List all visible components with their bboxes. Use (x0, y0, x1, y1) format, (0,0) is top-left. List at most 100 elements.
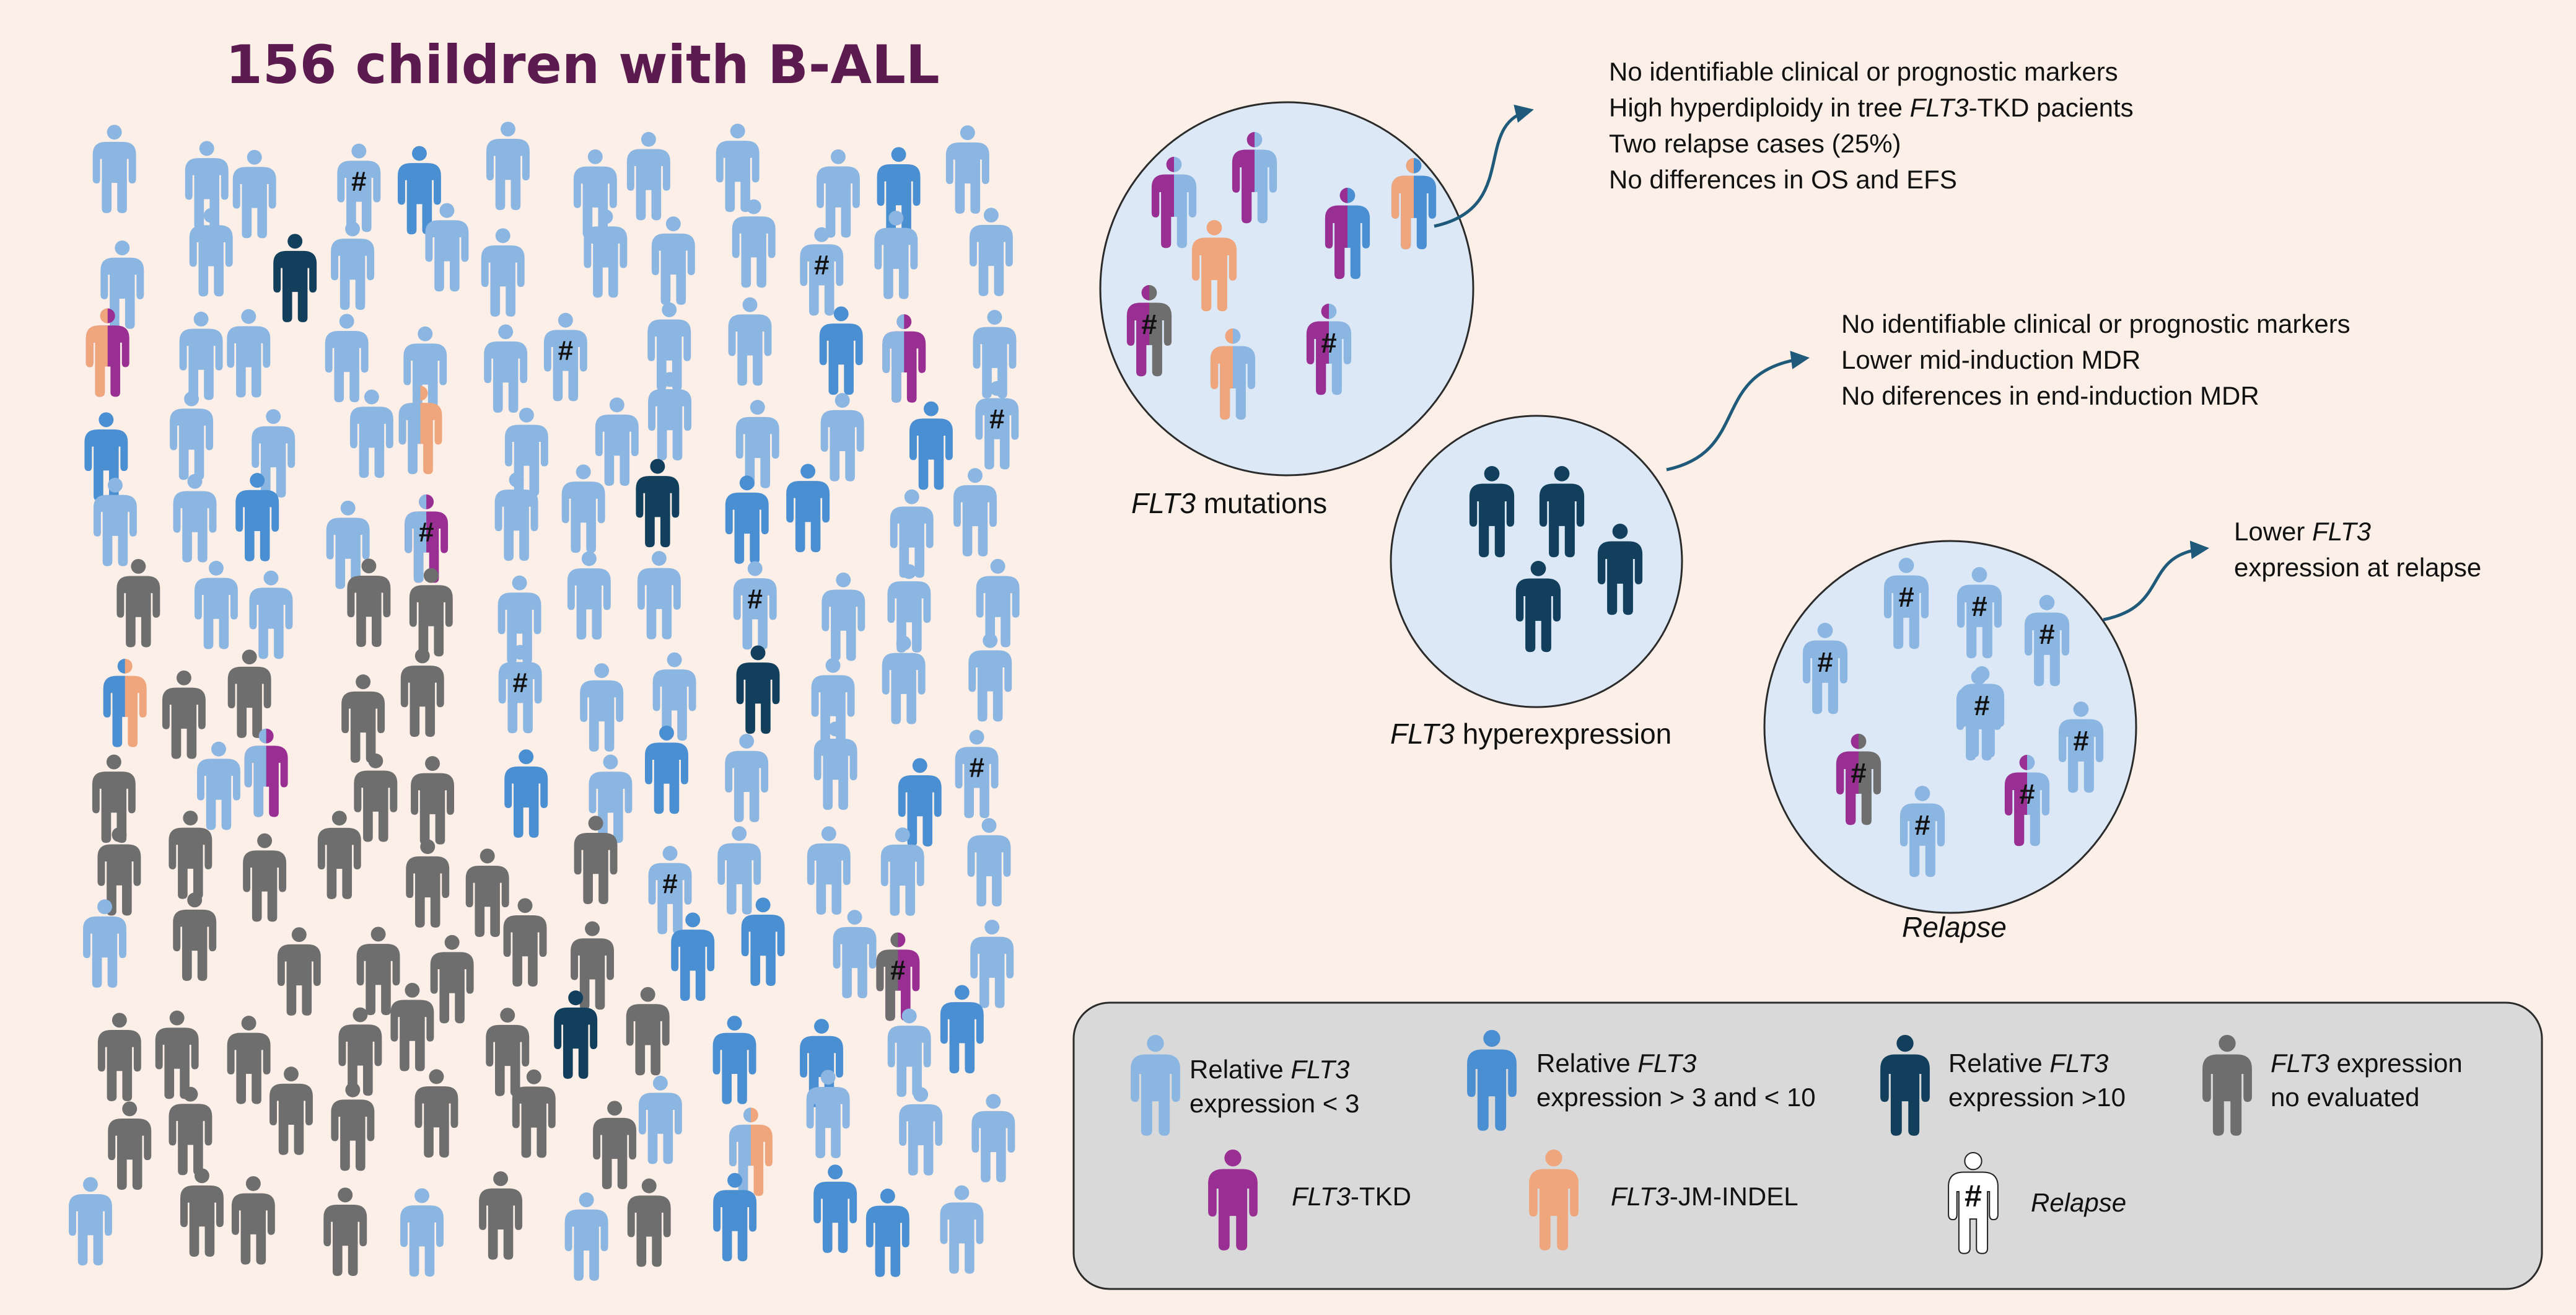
crowd-person (811, 658, 855, 747)
crowd-person (169, 811, 212, 899)
relapse-hash-mark: # (1914, 809, 1930, 841)
legend-relapse-label: Relapse (2031, 1188, 2126, 1217)
relapse-arrow (2103, 540, 2209, 622)
mutation-case-person: # (1306, 304, 1352, 395)
crowd-person (244, 728, 288, 817)
crowd-person (817, 149, 860, 238)
mutation-case-person (1151, 157, 1197, 248)
mutation-case-person (1232, 132, 1277, 224)
crowd-person (626, 131, 670, 221)
legend-relapse-icon: # (1948, 1152, 1999, 1254)
crowd-person (626, 987, 670, 1076)
crowd-person (512, 1069, 556, 1158)
crowd-person (813, 721, 857, 810)
crowd-person (179, 311, 223, 400)
crowd-person (180, 1168, 224, 1257)
crowd-person (567, 551, 611, 640)
relapse-hash-mark: # (1974, 690, 1989, 721)
main-title: 156 children with B-ALL (226, 34, 940, 96)
crowd-person (486, 121, 530, 210)
relapse-hash-mark: # (2039, 618, 2054, 650)
crowd-person (877, 147, 921, 235)
crowd-person (736, 645, 780, 734)
crowd-person (819, 306, 863, 395)
crowd-person (593, 1101, 637, 1189)
crowd-person (725, 475, 769, 564)
crowd-person: # (733, 561, 777, 650)
crowd-person (479, 1171, 523, 1260)
crowd-person (571, 921, 615, 1010)
mutations-arrow (1434, 104, 1534, 228)
crowd-person (93, 477, 137, 566)
mutation-case-person (1391, 158, 1437, 250)
crowd-person (953, 468, 997, 556)
crowd-person (406, 839, 450, 928)
relapse-hash-mark: # (814, 250, 830, 281)
crowd-person (92, 754, 136, 843)
crowd-person (83, 899, 126, 988)
relapse-hash-mark: # (1321, 327, 1336, 359)
mutations-notes: No identifiable clinical or prognostic m… (1609, 57, 2134, 194)
crowd-person (273, 234, 317, 322)
crowd-person (940, 1185, 984, 1274)
relapse-case-person: # (1956, 567, 2002, 659)
crowd-person (235, 473, 279, 561)
relapse-hash-mark: # (989, 404, 1005, 434)
crowd-person (323, 1187, 367, 1276)
crowd-person (185, 141, 229, 230)
hyperexpression-label: FLT3 hyperexpression (1390, 718, 1671, 750)
legend-tkd-icon (1208, 1150, 1258, 1251)
mutation-case-person (1191, 220, 1237, 312)
hyperexpression-notes: No identifiable clinical or prognostic m… (1841, 309, 2350, 410)
crowd-person (968, 633, 1012, 722)
mutation-case-person (1325, 188, 1370, 279)
crowd-person (194, 560, 238, 649)
crowd-person (173, 892, 217, 981)
relapse-hash-mark: # (747, 584, 763, 615)
relapse-hash-mark: # (2073, 725, 2088, 757)
relapse-case-person: # (1836, 734, 1882, 825)
crowd-person (189, 208, 233, 297)
crowd-person (584, 209, 628, 298)
crowd-person (882, 314, 926, 403)
legend-tkd-label: FLT3-TKD (1292, 1182, 1411, 1211)
crowd-person (820, 393, 864, 482)
crowd-person (564, 1192, 608, 1281)
crowd-person (169, 1086, 212, 1176)
crowd-person (227, 649, 271, 738)
crowd-person (887, 564, 931, 653)
relapse-case-person: # (1899, 786, 1945, 877)
crowd-person (85, 308, 129, 397)
crowd-person (232, 149, 276, 239)
crowd-person (865, 1189, 909, 1277)
crowd-person (269, 1067, 313, 1155)
relapse-case-person: # (1883, 558, 1929, 649)
legend-light-icon (1131, 1035, 1180, 1136)
crowd-person (97, 827, 141, 916)
crowd-person (356, 926, 400, 1016)
crowd-person (882, 635, 926, 724)
crowd-person (398, 385, 442, 475)
relapse-hash-mark: # (662, 869, 678, 899)
crowd-person (717, 826, 761, 915)
crowd-person (807, 826, 851, 915)
crowd-person (277, 927, 321, 1016)
crowd-person (887, 1008, 931, 1097)
crowd-person (403, 326, 447, 415)
crowd-person (671, 912, 715, 1001)
crowd-person (390, 982, 434, 1071)
crowd-person: # (955, 729, 999, 819)
crowd-person (504, 749, 548, 838)
hyperexpression-person (1469, 466, 1515, 558)
crowd-person (486, 1008, 530, 1096)
crowd-person (574, 816, 618, 905)
crowd-person (108, 1101, 152, 1190)
legend-jm-label: FLT3-JM-INDEL (1611, 1182, 1798, 1211)
crowd-person (197, 741, 240, 830)
relapse-case-person: # (2004, 755, 2050, 847)
